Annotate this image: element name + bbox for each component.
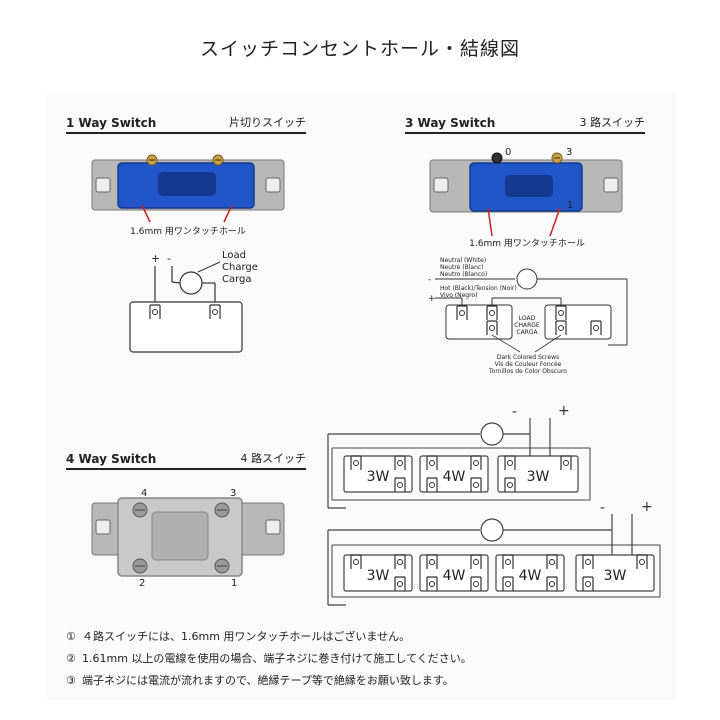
switch-box-label: 3W — [367, 469, 390, 485]
switch-box-label: 4W — [519, 568, 542, 584]
terminal-4-label: 4 — [141, 488, 147, 499]
switch-box-label: 4W — [443, 568, 466, 584]
note-number: ③ — [66, 674, 76, 687]
load-label: Load — [222, 250, 246, 261]
load-lamp — [179, 271, 203, 295]
section-title-jp: 3 路スイッチ — [579, 116, 646, 129]
section-header-3-way: 3 Way Switch 3 路スイッチ — [405, 114, 645, 134]
hole-label: 1.6mm 用ワンタッチホール — [130, 226, 246, 237]
neutral-label: Neutre (Blanc) — [440, 264, 484, 271]
neutral-label: Neutro (Blanco) — [440, 271, 487, 278]
section-title-jp: 4 路スイッチ — [240, 452, 307, 465]
dark-terminal-screw — [491, 152, 503, 164]
hole-label: 1.6mm 用ワンタッチホール — [469, 238, 585, 249]
one-way-switch-illustration: 1.6mm 用ワンタッチホール — [91, 154, 285, 237]
load-label: CHARGE — [514, 322, 540, 329]
minus-label: - — [600, 500, 605, 516]
terminal-1-label: 1 — [231, 578, 237, 589]
terminal-0-label: 0 — [505, 147, 511, 158]
screws-label: Tornillos de Color Obscuro — [488, 368, 567, 375]
terminal-screw — [214, 502, 230, 518]
terminal-screw — [146, 154, 158, 166]
load-lamp — [516, 268, 538, 290]
strap-hole — [95, 177, 111, 193]
terminal-screw — [214, 558, 230, 574]
note-number: ② — [66, 652, 76, 665]
hot-label: Vivo (Negro) — [440, 292, 477, 299]
load-lamp — [480, 422, 504, 446]
hot-label: Hot (Black)/Tension (Noir) — [440, 285, 517, 292]
note-text: ４路スイッチには、1.6mm 用ワンタッチホールはございません。 — [82, 630, 411, 643]
one-way-schematic: + - Load Charge Carga — [129, 250, 258, 353]
plus-label: + — [428, 294, 436, 304]
load-label: CARGA — [516, 329, 538, 336]
pointer-line — [223, 204, 233, 223]
toggle-slot — [151, 511, 209, 561]
section-title-jp: 片切りスイッチ — [229, 116, 306, 129]
section-header-4-way: 4 Way Switch 4 路スイッチ — [66, 450, 306, 470]
terminal-screw — [551, 152, 563, 164]
minus-label: + — [151, 252, 160, 265]
wiring-row-1: - + 3W 4W 3W — [327, 403, 591, 509]
switch-box-label: 3W — [527, 469, 550, 485]
strap-hole — [265, 177, 281, 193]
terminal-screw — [132, 502, 148, 518]
toggle-slot — [158, 172, 216, 196]
carga-label: Carga — [222, 274, 252, 285]
pointer-line — [141, 204, 151, 223]
terminal-3-label: 3 — [230, 488, 236, 499]
section-title-en: 4 Way Switch — [66, 452, 157, 466]
switch-box-label: 3W — [367, 568, 390, 584]
terminal-3-label: 3 — [566, 147, 572, 158]
toggle-slot — [505, 175, 553, 197]
plus-label: + — [558, 403, 570, 419]
three-way-switch-a — [445, 304, 513, 340]
note-item: ② 1.61mm 以上の電線を使用の場合、端子ネジに巻き付けて施工してください。 — [66, 648, 666, 670]
terminal-screw — [212, 154, 224, 166]
notes-list: ① ４路スイッチには、1.6mm 用ワンタッチホールはございません。 ② 1.61m… — [66, 626, 666, 692]
three-way-switch-illustration: 0 3 1 1.6mm 用ワンタッチホール — [429, 147, 623, 249]
note-text: 端子ネジには電流が流れますので、絶縁テープ等で絶縁をお願い致します。 — [82, 674, 454, 687]
section-title-en: 1 Way Switch — [66, 116, 157, 130]
switch-box-label: 3W — [604, 568, 627, 584]
switch-box-label: 4W — [443, 469, 466, 485]
neutral-label: Neutral (White) — [440, 257, 486, 264]
load-label: LOAD — [519, 315, 536, 322]
note-text: 1.61mm 以上の電線を使用の場合、端子ネジに巻き付けて施工してください。 — [82, 652, 472, 665]
wiring-row-2: - + 3W 4W 4W 3W — [327, 499, 661, 606]
note-item: ③ 端子ネジには電流が流れますので、絶縁テープ等で絶縁をお願い致します。 — [66, 670, 666, 692]
minus-label: - — [428, 275, 431, 285]
three-way-schematic: Neutral (White) Neutre (Blanc) Neutro (B… — [428, 257, 628, 375]
note-number: ① — [66, 630, 76, 643]
minus-label: - — [512, 404, 517, 420]
section-title-en: 3 Way Switch — [405, 116, 496, 130]
screws-label: Vis de Couleur Foncée — [495, 361, 562, 368]
terminal-1-label: 1 — [567, 200, 573, 211]
plus-label: + — [641, 499, 653, 515]
switch-box-3w — [575, 554, 655, 592]
terminal-2-label: 2 — [139, 578, 145, 589]
section-header-1-way: 1 Way Switch 片切りスイッチ — [66, 114, 306, 134]
four-way-switch-illustration: 4 3 2 1 — [91, 488, 285, 589]
plus-label: - — [167, 252, 171, 265]
load-lamp — [480, 518, 504, 542]
note-item: ① ４路スイッチには、1.6mm 用ワンタッチホールはございません。 — [66, 626, 666, 648]
page-title: スイッチコンセントホール・結線図 — [199, 38, 520, 60]
switch-box-3w — [497, 455, 579, 493]
screws-label: Dark Colored Screws — [497, 354, 559, 361]
switch-outline — [129, 301, 243, 353]
terminal-screw — [132, 558, 148, 574]
charge-label: Charge — [222, 262, 258, 273]
